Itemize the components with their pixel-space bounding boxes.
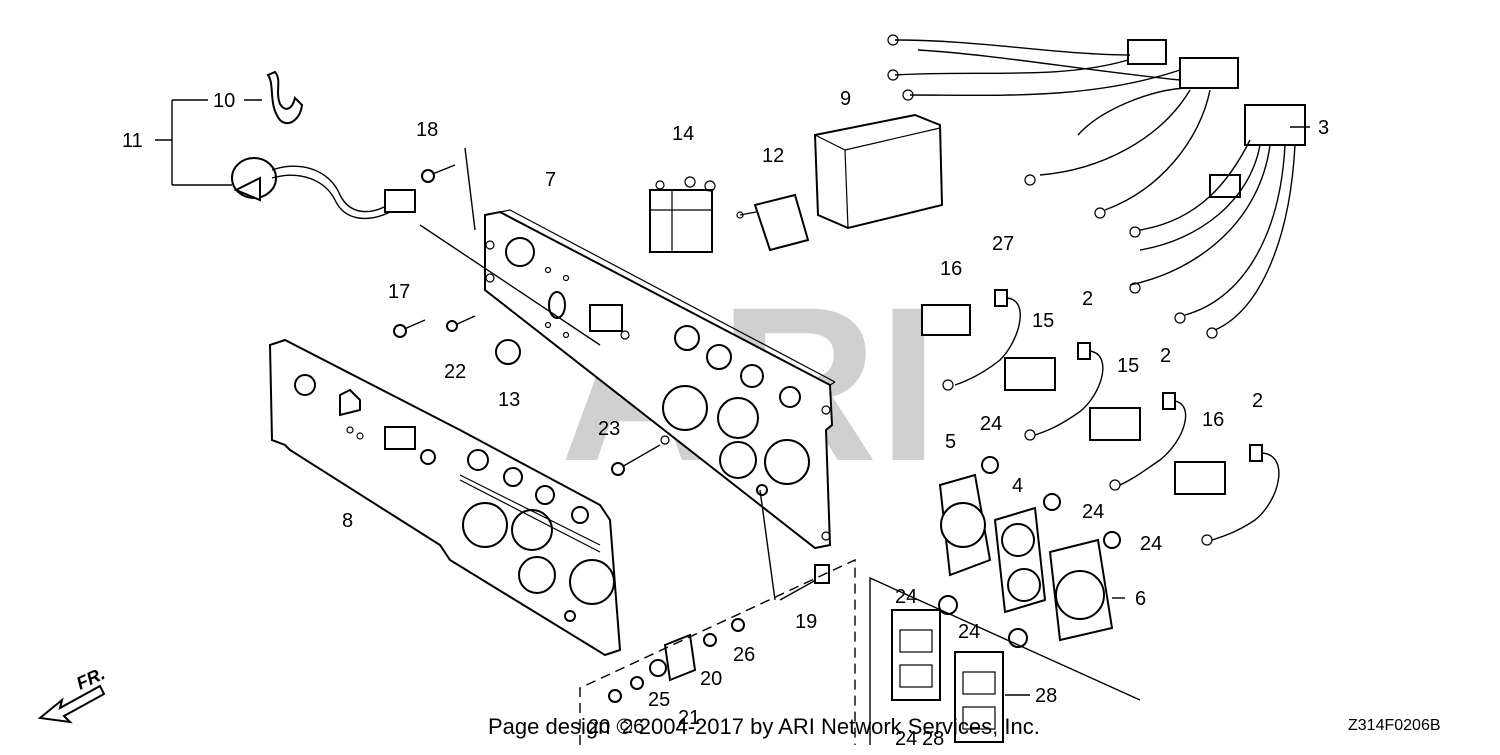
callout-part-13: 13	[498, 389, 520, 411]
label-panel	[268, 338, 622, 657]
front-label: FR.	[73, 663, 108, 693]
callout-part-18: 18	[416, 119, 438, 141]
callout-part-25: 25	[648, 689, 670, 711]
wire-harness	[887, 34, 1306, 339]
callout-part-16: 16	[1202, 409, 1224, 431]
callout-part-28: 28	[922, 728, 944, 750]
leader-lines	[155, 99, 1310, 745]
callout-part-15: 15	[1117, 355, 1139, 377]
callout-part-28: 28	[1035, 685, 1057, 707]
control-panel-plate	[484, 209, 836, 550]
callout-part-4: 4	[1012, 475, 1023, 497]
callout-part-26: 26	[733, 644, 755, 666]
switch-block	[649, 176, 716, 253]
front-direction-indicator: FR.	[37, 663, 108, 724]
callout-part-24: 24	[980, 413, 1002, 435]
callout-part-12: 12	[762, 145, 784, 167]
diagram-code: Z314F0206B	[1348, 717, 1441, 734]
hardware	[393, 164, 1121, 703]
callout-part-20: 20	[588, 716, 610, 738]
callout-part-22: 22	[444, 361, 466, 383]
part-callouts: 2 2 2 3 4 5 6 7 8 9 10 11 12 13 14 15 15…	[122, 88, 1329, 750]
callout-part-2: 2	[1082, 288, 1093, 310]
callout-part-24: 24	[1082, 501, 1104, 523]
receptacles	[938, 473, 1114, 642]
callout-part-2: 2	[1160, 345, 1171, 367]
callout-part-17: 17	[388, 281, 410, 303]
rocker-switch	[736, 193, 810, 252]
callout-part-24: 24	[895, 586, 917, 608]
circuit-breakers	[921, 289, 1280, 546]
callout-part-16: 16	[940, 258, 962, 280]
callout-part-5: 5	[945, 431, 956, 453]
callout-part-21: 21	[678, 707, 700, 729]
footer-copyright: Page design © 2004-2017 by ARI Network S…	[488, 714, 1040, 739]
cover-box	[813, 113, 944, 230]
callout-part-8: 8	[342, 510, 353, 532]
callout-part-3: 3	[1318, 117, 1329, 139]
callout-part-15: 15	[1032, 310, 1054, 332]
callout-part-11: 11	[122, 130, 143, 152]
callout-part-2: 2	[1252, 390, 1263, 412]
callout-part-10: 10	[213, 90, 235, 112]
callout-part-24: 24	[895, 728, 917, 750]
front-arrow-icon	[37, 684, 106, 724]
gfci-outlets	[891, 609, 1004, 743]
callout-part-26: 26	[622, 716, 644, 738]
callout-part-24: 24	[1140, 533, 1162, 555]
callout-part-27: 27	[992, 233, 1014, 255]
callout-part-23: 23	[598, 418, 620, 440]
knob-harness	[231, 70, 416, 220]
callout-part-19: 19	[795, 611, 817, 633]
callout-part-14: 14	[672, 123, 694, 145]
callout-part-7: 7	[545, 169, 556, 191]
callout-part-6: 6	[1135, 588, 1146, 610]
callout-part-24: 24	[958, 621, 980, 643]
callout-part-9: 9	[840, 88, 851, 110]
callout-part-20: 20	[700, 668, 722, 690]
